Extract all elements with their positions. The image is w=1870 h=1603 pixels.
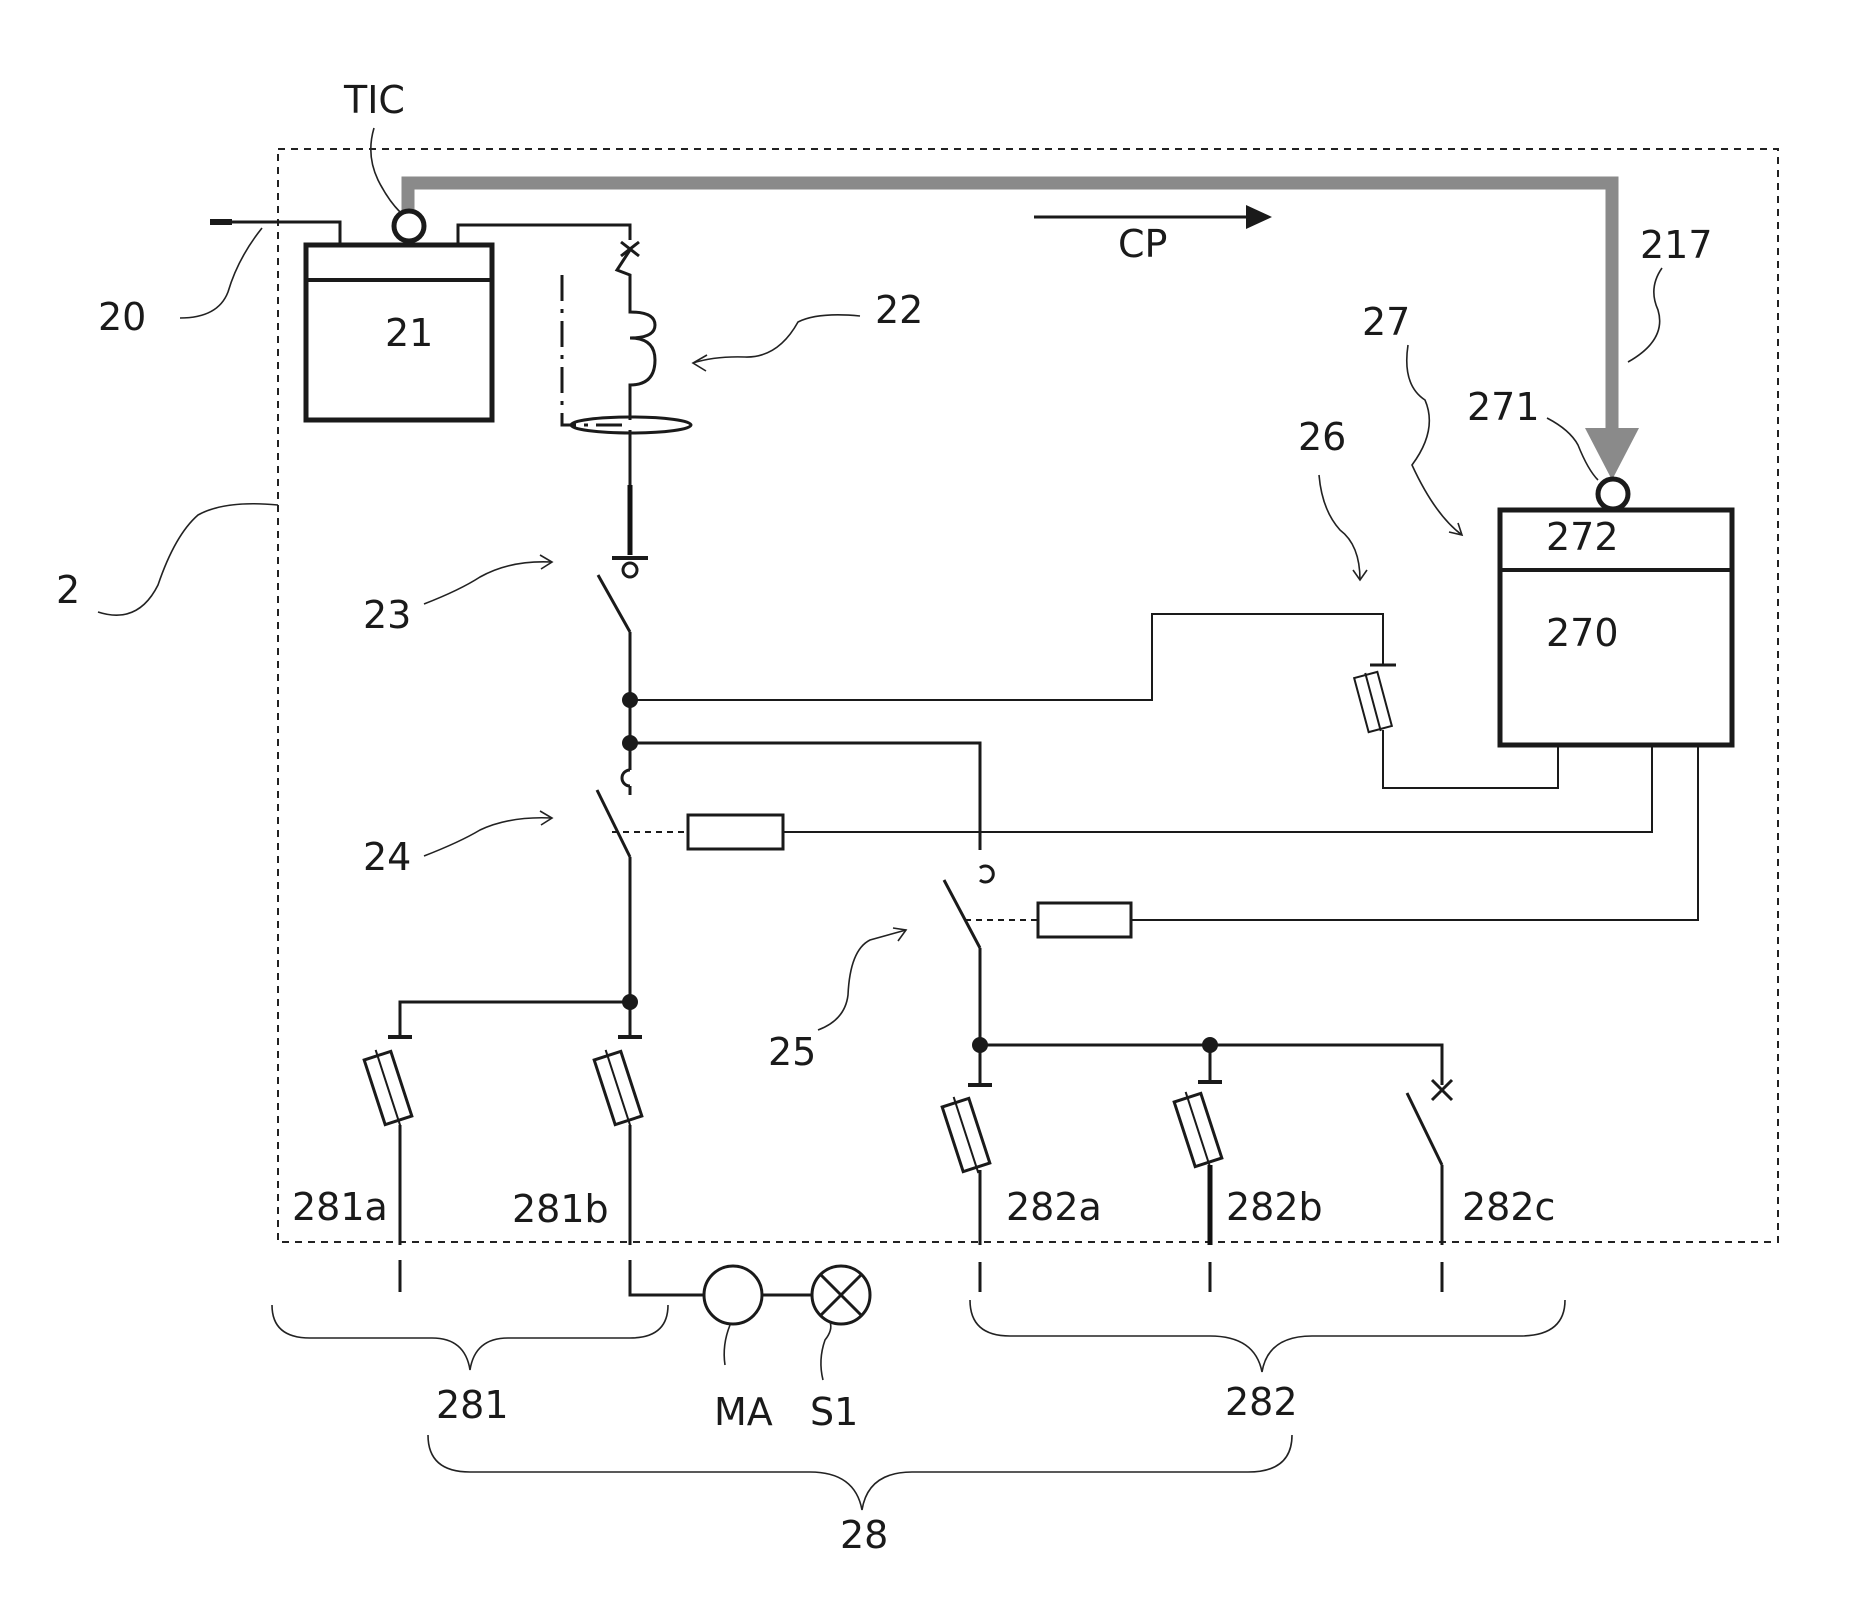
leader-ma xyxy=(724,1325,730,1365)
branch-282 xyxy=(940,1037,1452,1292)
switch-24 xyxy=(597,743,1652,1002)
label-270: 270 xyxy=(1546,611,1619,655)
leader-26 xyxy=(1319,475,1360,580)
fuse-26 xyxy=(1354,670,1393,734)
leader-271 xyxy=(1547,418,1598,480)
leader-20 xyxy=(180,228,262,318)
label-217: 217 xyxy=(1640,223,1713,267)
switch-23 xyxy=(598,558,648,751)
load-s1 xyxy=(812,1266,870,1324)
leader-27 xyxy=(1407,345,1462,535)
leader-23 xyxy=(424,562,552,604)
leader-2 xyxy=(98,504,278,615)
tic-sensor xyxy=(394,211,424,241)
wire-to-26 xyxy=(630,614,1383,700)
label-20: 20 xyxy=(98,295,146,339)
label-271: 271 xyxy=(1467,385,1540,429)
fuse-281b xyxy=(592,1046,643,1131)
label-21: 21 xyxy=(385,311,433,355)
label-s1: S1 xyxy=(810,1390,858,1434)
label-23: 23 xyxy=(363,593,411,637)
label-25: 25 xyxy=(768,1030,816,1074)
brace-281 xyxy=(272,1305,668,1370)
label-24: 24 xyxy=(363,835,411,879)
label-272: 272 xyxy=(1546,515,1619,559)
leader-22 xyxy=(693,315,860,363)
label-tic: TIC xyxy=(343,78,405,122)
label-ma: MA xyxy=(714,1390,773,1434)
cp-bus-217 xyxy=(408,183,1639,480)
label-282a: 282a xyxy=(1006,1185,1102,1229)
label-281: 281 xyxy=(436,1383,509,1427)
label-282: 282 xyxy=(1225,1380,1298,1424)
leader-s1 xyxy=(821,1322,831,1380)
label-22: 22 xyxy=(875,288,923,332)
leader-tic xyxy=(371,128,400,212)
label-282b: 282b xyxy=(1226,1185,1323,1229)
fuse-281a xyxy=(362,1046,413,1131)
brace-282 xyxy=(970,1300,1565,1372)
device-22 xyxy=(562,242,691,555)
leader-25 xyxy=(818,930,906,1030)
label-28: 28 xyxy=(840,1513,888,1557)
load-ma xyxy=(704,1266,812,1324)
leader-217 xyxy=(1628,268,1662,362)
switch-282c xyxy=(1407,1093,1442,1165)
fuse-282b xyxy=(1172,1088,1223,1173)
brace-28 xyxy=(428,1435,1292,1510)
sensor-271 xyxy=(1598,479,1628,509)
fuse-282a xyxy=(940,1093,991,1178)
label-281a: 281a xyxy=(292,1185,388,1229)
leader-24 xyxy=(424,818,552,856)
branch-281 xyxy=(362,994,704,1295)
label-281b: 281b xyxy=(512,1187,609,1231)
label-2: 2 xyxy=(56,568,80,612)
label-cp: CP xyxy=(1118,222,1167,266)
label-282c: 282c xyxy=(1462,1185,1555,1229)
label-26: 26 xyxy=(1298,415,1346,459)
label-27: 27 xyxy=(1362,300,1410,344)
